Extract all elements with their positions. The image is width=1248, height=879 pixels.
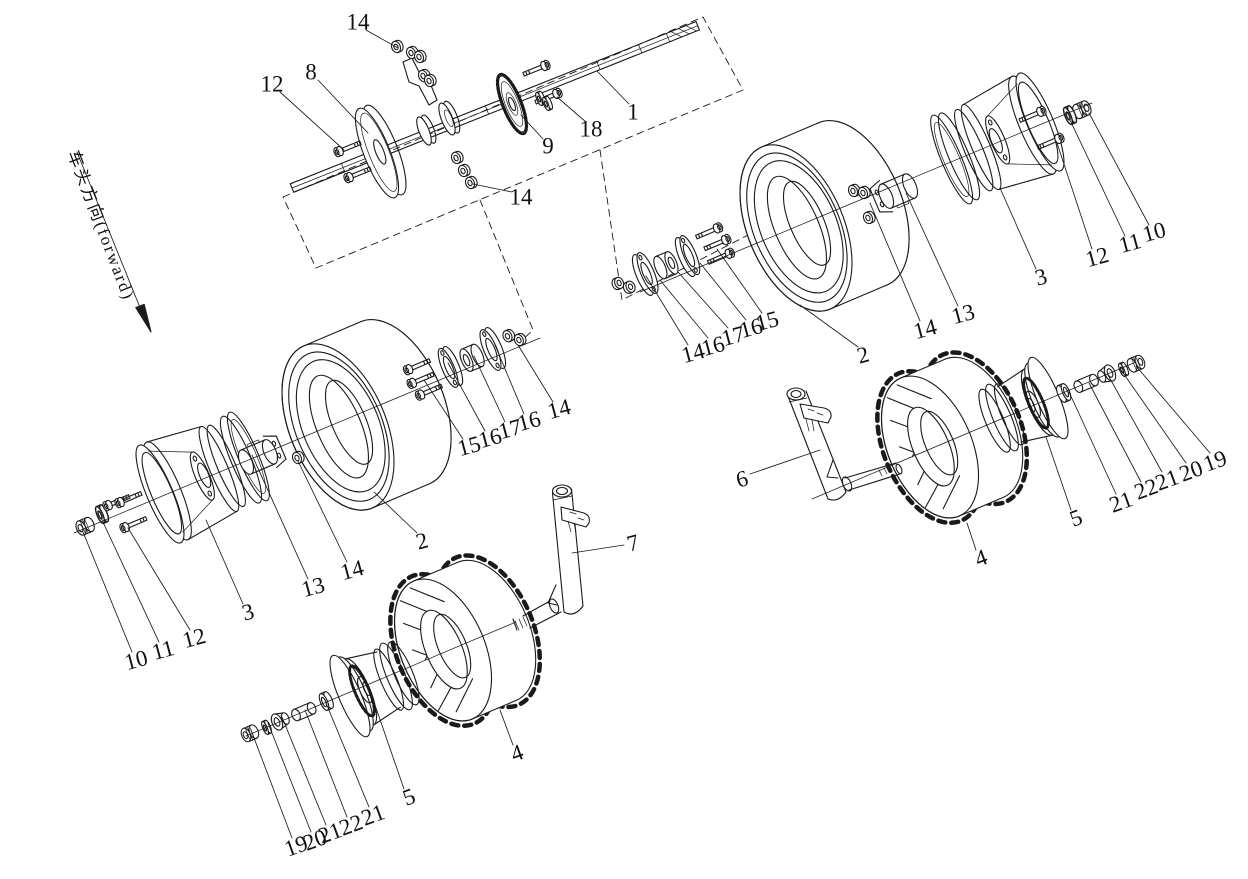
arrowhead-icon: [135, 303, 152, 333]
axle-flange: [416, 114, 437, 146]
tire-front-right: [856, 337, 1047, 539]
tire-rear-right: [716, 103, 933, 329]
forward-arrow: [76, 151, 152, 333]
sprocket: [495, 72, 529, 136]
assembly-axes: [73, 102, 1137, 737]
axle-flange: [438, 100, 461, 136]
axle-shaft: [289, 20, 700, 193]
swing-knuckle: [786, 387, 903, 501]
front-wheel-left-assembly: [238, 484, 590, 743]
front-wheel-right-assembly: [786, 337, 1148, 539]
callout-18: 18: [579, 116, 603, 142]
rear-wheel-right-assembly: [605, 67, 1094, 329]
rim-rear-left: [126, 403, 279, 549]
callout-14: 14: [346, 9, 370, 35]
callout-9: 9: [542, 133, 554, 159]
tire-rear-left: [258, 302, 475, 528]
brake-disc: [354, 104, 407, 199]
rear-wheel-left-assembly: [73, 302, 533, 549]
callout-14: 14: [509, 184, 533, 210]
leader-lines: [82, 29, 1211, 839]
steering-knuckle: [512, 484, 590, 631]
callout-8: 8: [305, 59, 317, 85]
tire-front-left: [369, 540, 560, 742]
dashed-boundaries: [282, 16, 753, 344]
axle-nut-left: [73, 515, 97, 538]
callout-12: 12: [260, 71, 284, 97]
callout-1: 1: [627, 99, 639, 125]
caliper-bracket: [402, 57, 438, 106]
